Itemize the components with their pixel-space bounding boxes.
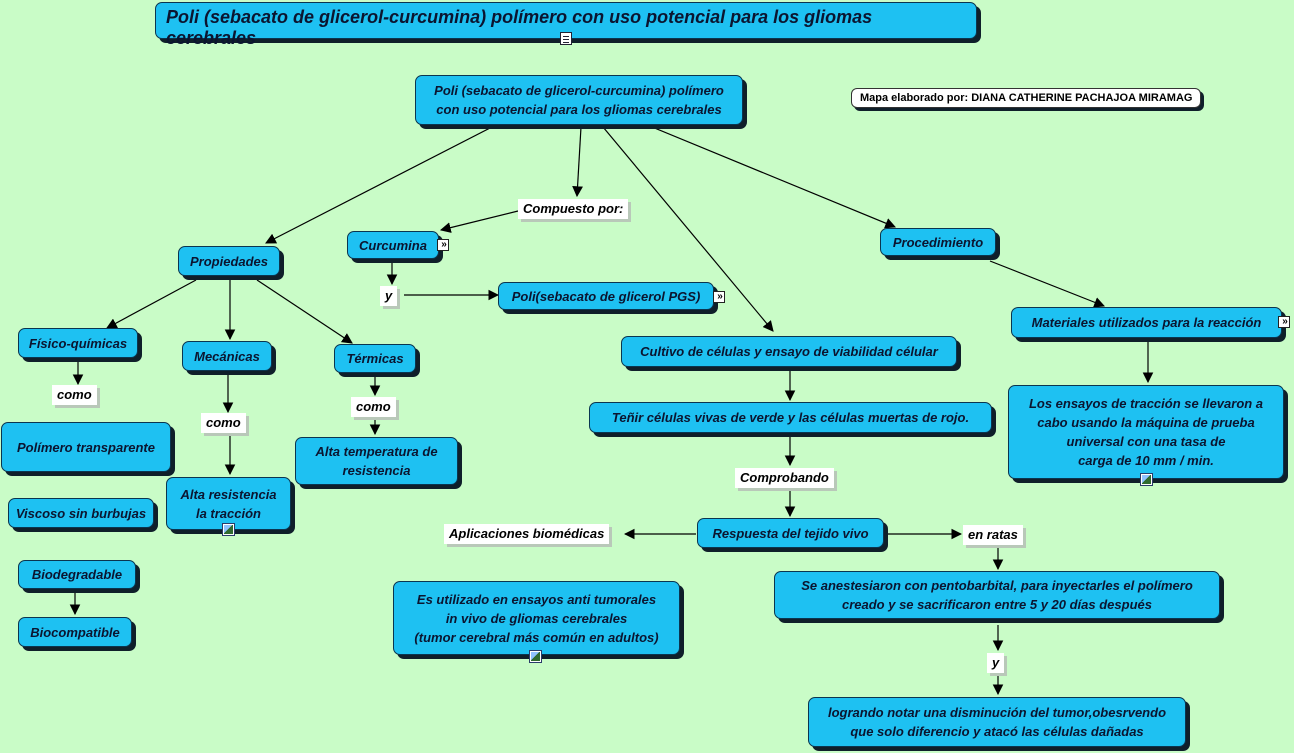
map-title: Poli (sebacato de glicerol-curcumina) po… xyxy=(155,2,977,48)
link-prop-termicas xyxy=(256,279,353,344)
node-viscoso[interactable]: Viscoso sin burbujas xyxy=(8,498,154,528)
node-mecanicas[interactable]: Mecánicas xyxy=(182,341,272,371)
node-materiales[interactable]: Materiales utilizados para la reacción xyxy=(1011,307,1282,338)
label-aplicaciones-biomedicas: Aplicaciones biomédicas xyxy=(444,524,610,544)
node-pgs[interactable]: Poli(sebacato de glicerol PGS) xyxy=(498,282,714,310)
label-compuesto-por: Compuesto por: xyxy=(518,199,629,219)
node-termicas[interactable]: Térmicas xyxy=(334,344,416,373)
expand-arrows-icon[interactable]: » xyxy=(1278,316,1290,328)
link-root-compuesto xyxy=(572,126,583,198)
node-ensayos[interactable]: Los ensayos de tracción se llevaron a ca… xyxy=(1008,385,1284,479)
document-icon[interactable] xyxy=(560,32,572,45)
image-icon[interactable] xyxy=(1140,473,1153,486)
label-comprobando: Comprobando xyxy=(735,468,834,488)
node-anestesia[interactable]: Se anestesiaron con pentobarbital, para … xyxy=(774,571,1220,619)
node-biocompatible[interactable]: Biocompatible xyxy=(18,617,132,647)
node-propiedades[interactable]: Propiedades xyxy=(178,246,280,276)
node-tumorales[interactable]: Es utilizado en ensayos anti tumorales i… xyxy=(393,581,680,655)
link-prop-fisico xyxy=(106,279,197,329)
expand-arrows-icon[interactable]: » xyxy=(713,291,725,303)
link-root-cultivo xyxy=(602,126,774,332)
node-biodegradable[interactable]: Biodegradable xyxy=(18,560,136,589)
author-credit: Mapa elaborado por: DIANA CATHERINE PACH… xyxy=(851,88,1202,108)
node-alta-temperatura[interactable]: Alta temperatura de resistencia xyxy=(295,437,458,485)
expand-arrows-icon[interactable]: » xyxy=(437,239,449,251)
image-icon[interactable] xyxy=(222,523,235,536)
node-respuesta[interactable]: Respuesta del tejido vivo xyxy=(697,518,884,548)
label-y: y xyxy=(987,653,1005,673)
link-root-propiedades xyxy=(265,126,493,244)
node-disminucion[interactable]: logrando notar una disminución del tumor… xyxy=(808,697,1186,747)
node-curcumina[interactable]: Curcumina xyxy=(347,231,439,259)
link-compuesto-curcumina xyxy=(439,210,519,233)
node-alta-resistencia[interactable]: Alta resistencia la tracción xyxy=(166,477,291,530)
node-tenir[interactable]: Teñir células vivas de verde y las célul… xyxy=(589,402,992,433)
label-como: como xyxy=(351,397,396,417)
map-title-text: Poli (sebacato de glicerol-curcumina) po… xyxy=(166,7,873,48)
node-procedimiento[interactable]: Procedimiento xyxy=(880,228,996,256)
link-procedimiento-materiales xyxy=(989,260,1106,308)
label-como: como xyxy=(201,413,246,433)
node-fisico-quimicas[interactable]: Físico-químicas xyxy=(18,328,138,358)
node-polimero-transparente[interactable]: Polímero transparente xyxy=(1,422,171,472)
link-root-procedimiento xyxy=(651,126,896,229)
label-en-ratas: en ratas xyxy=(963,525,1023,545)
label-como: como xyxy=(52,385,97,405)
image-icon[interactable] xyxy=(529,650,542,663)
node-cultivo[interactable]: Cultivo de células y ensayo de viabilida… xyxy=(621,336,957,367)
label-y: y xyxy=(380,286,398,306)
node-root[interactable]: Poli (sebacato de glicerol-curcumina) po… xyxy=(415,75,743,125)
